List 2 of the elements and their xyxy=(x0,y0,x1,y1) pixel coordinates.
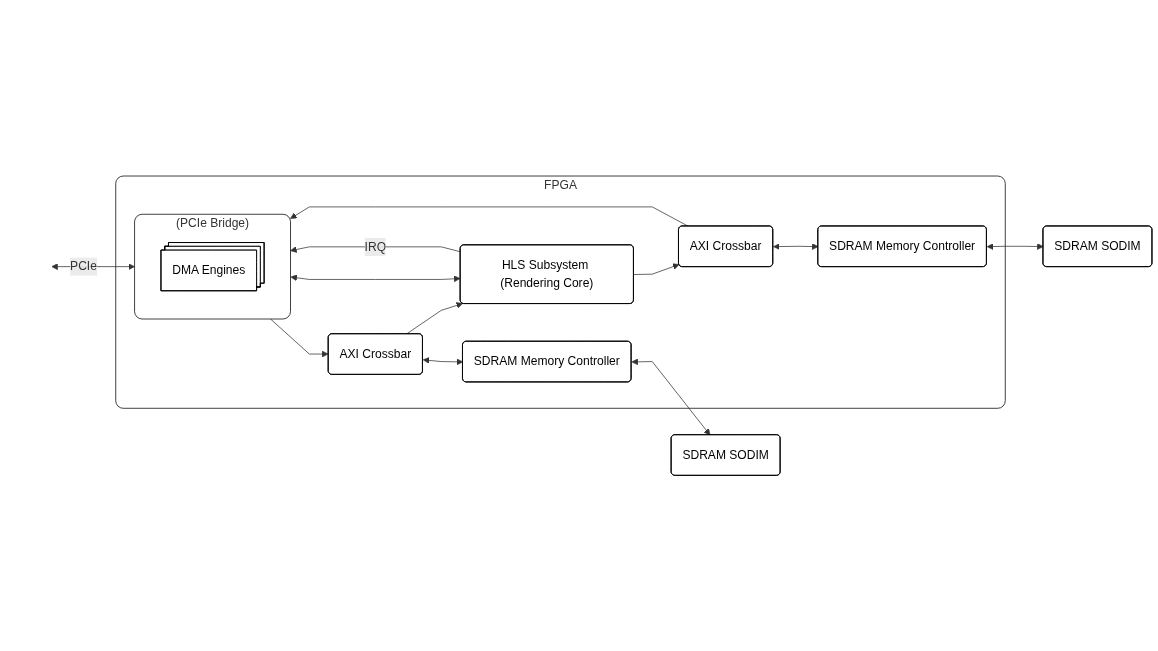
edge-label: IRQ xyxy=(364,239,387,253)
edge-label: PCIe xyxy=(70,259,97,273)
